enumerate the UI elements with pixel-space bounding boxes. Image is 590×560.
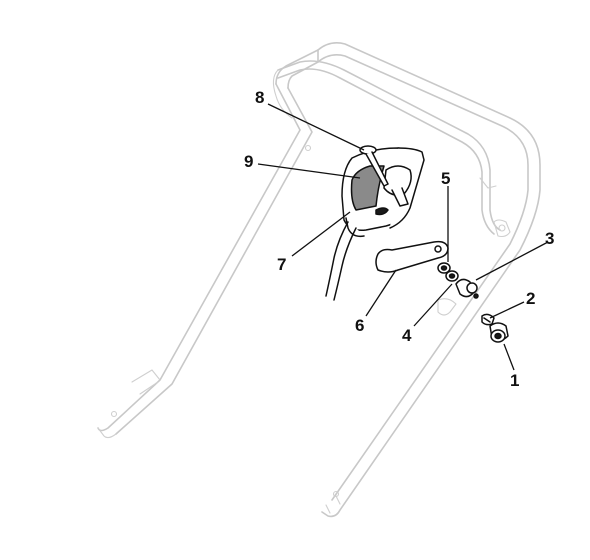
handle-frame-outline: [97, 42, 541, 518]
leader-7: [291, 211, 351, 257]
knob-nut: [489, 322, 509, 343]
spacer-bush: [455, 278, 479, 299]
washer: [437, 262, 451, 274]
leader-9: [257, 163, 361, 179]
spring-washer: [445, 270, 459, 282]
leader-2: [489, 301, 525, 319]
lever: [375, 240, 449, 273]
callout-2: 2: [526, 289, 535, 308]
control-label-decal: [350, 165, 385, 211]
callout-9: 9: [244, 152, 253, 171]
callout-7: 7: [277, 255, 286, 274]
callout-6: 6: [355, 316, 364, 335]
leader-8: [267, 103, 365, 151]
control-box: [341, 147, 425, 238]
callout-3: 3: [545, 229, 554, 248]
screw: [481, 313, 495, 326]
callout-1: 1: [510, 371, 519, 390]
leader-lines: [257, 103, 549, 371]
leader-3: [475, 241, 549, 281]
cable: [325, 221, 357, 301]
pin-bolt: [359, 145, 389, 187]
leader-1: [503, 343, 515, 371]
callout-5: 5: [441, 169, 450, 188]
callout-8: 8: [255, 88, 264, 107]
callout-4: 4: [402, 326, 412, 345]
leader-6: [365, 269, 397, 317]
leader-4: [413, 283, 453, 327]
callout-labels: 1 2 3 4 5 6 7 8 9: [244, 88, 554, 390]
